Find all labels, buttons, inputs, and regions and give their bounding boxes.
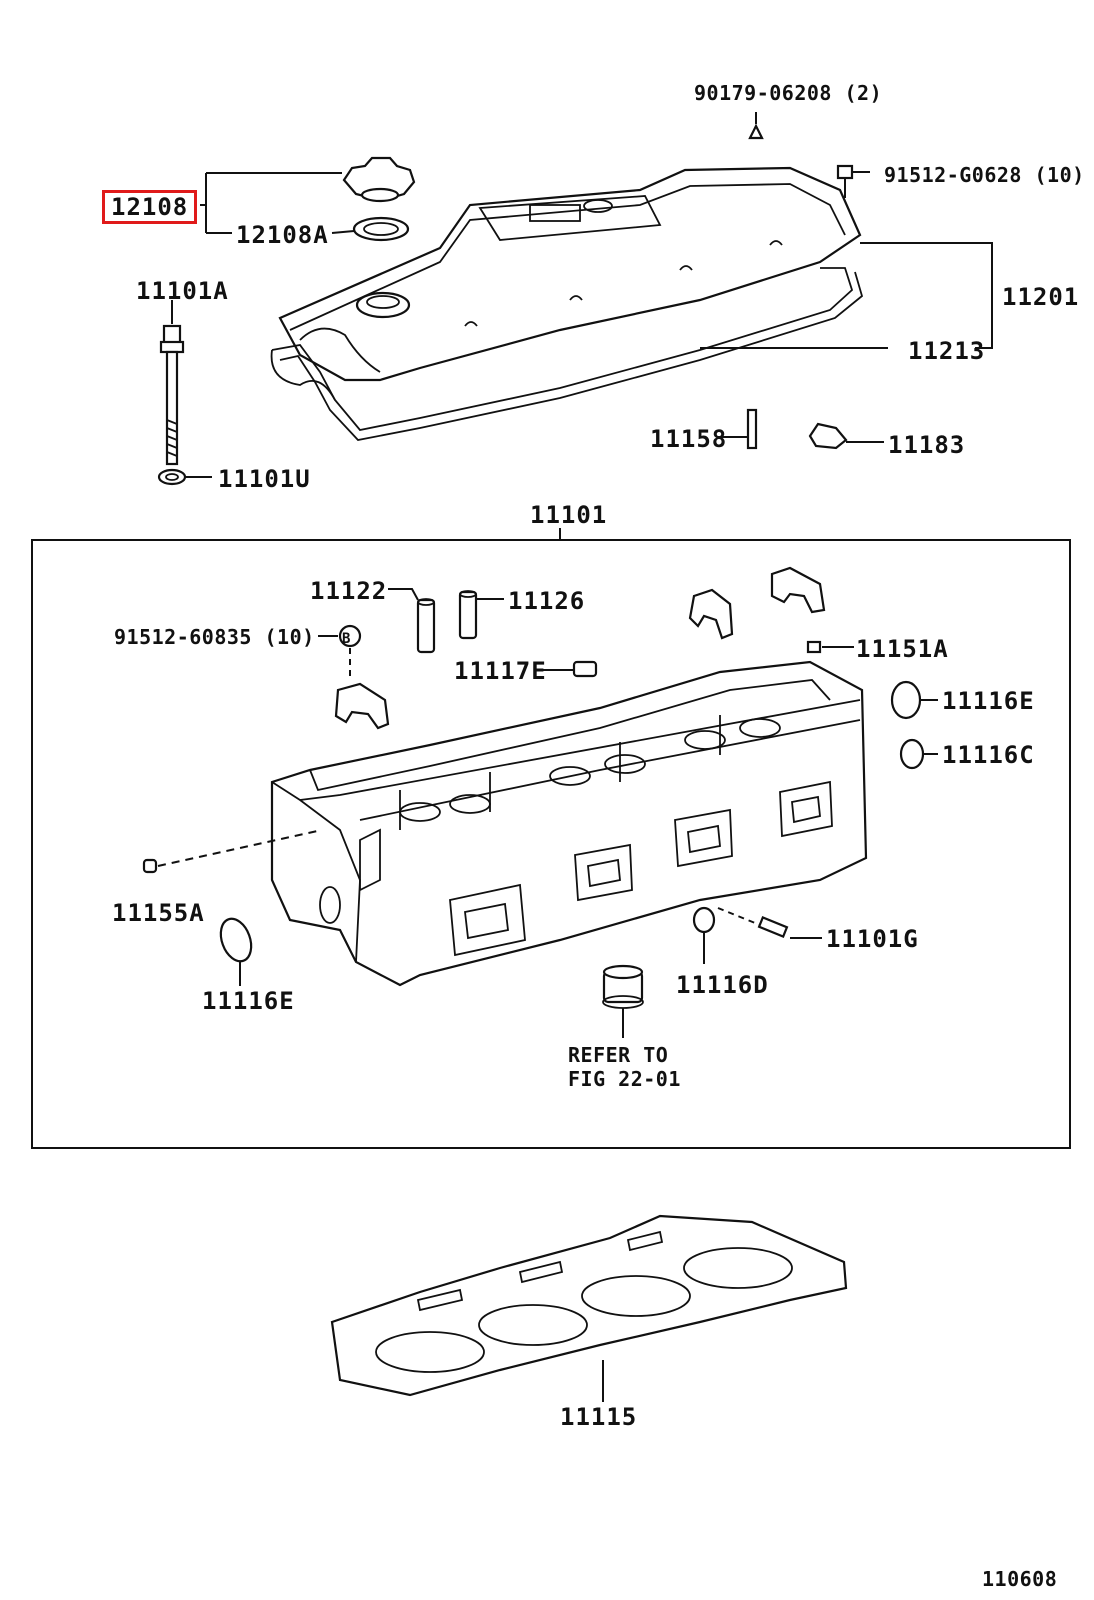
plug-11116e-right (890, 680, 938, 720)
figure-number: 110608 (982, 1567, 1058, 1591)
label-91512-g0628[interactable]: 91512-G0628 (10) (884, 163, 1085, 187)
camshaft-cap-right (770, 566, 826, 614)
label-90179-06208[interactable]: 90179-06208 (2) (694, 81, 883, 105)
bolt-90179 (748, 112, 764, 140)
label-11101a[interactable]: 11101A (136, 277, 229, 305)
camshaft-cap-mid (688, 588, 734, 640)
label-11101g[interactable]: 11101G (826, 925, 919, 953)
stud-11158 (718, 408, 758, 450)
label-11116d[interactable]: 11116D (676, 971, 769, 999)
plug-11117e (540, 660, 598, 678)
cover-gasket (270, 267, 864, 441)
label-11151a[interactable]: 11151A (856, 635, 949, 663)
part-11183 (808, 422, 884, 450)
label-12108-highlighted[interactable]: 12108 (102, 190, 198, 224)
cylinder-head (270, 660, 868, 987)
label-11158[interactable]: 11158 (650, 425, 728, 453)
label-11116e-left[interactable]: 11116E (202, 987, 295, 1015)
plug-11116d (692, 906, 716, 964)
valve-guide-11122 (388, 588, 436, 654)
label-11116c[interactable]: 11116C (942, 741, 1035, 769)
label-11101-box[interactable]: 11101 (530, 501, 608, 529)
plug-11116c (899, 738, 938, 770)
refer-part (602, 964, 644, 1038)
label-refer-to: REFER TO (568, 1043, 669, 1067)
cylinder-head-cover (278, 166, 862, 382)
bolt-91512-60835 (318, 624, 362, 680)
cylinder-head-gasket (330, 1214, 848, 1402)
label-b-mark: B (342, 631, 351, 647)
label-11116e-right[interactable]: 11116E (942, 687, 1035, 715)
label-11126[interactable]: 11126 (508, 587, 586, 615)
camshaft-cap-left (334, 682, 390, 730)
label-11183[interactable]: 11183 (888, 431, 966, 459)
label-11213[interactable]: 11213 (908, 337, 986, 365)
label-11117e[interactable]: 11117E (454, 657, 547, 685)
stud-91512-g0628 (836, 164, 870, 198)
cylinder-head-box (31, 539, 1071, 1149)
label-fig-22-01[interactable]: FIG 22-01 (568, 1067, 681, 1091)
plug-11116e-left (219, 917, 253, 986)
plug-11155a (142, 858, 158, 874)
plug-11151a (806, 640, 854, 654)
label-11101u[interactable]: 11101U (218, 465, 311, 493)
washer-11101u (157, 468, 212, 486)
label-11155a[interactable]: 11155A (112, 899, 205, 927)
oil-filler-cap (342, 156, 416, 242)
stud-11101g (717, 907, 822, 939)
label-11201[interactable]: 11201 (1002, 283, 1080, 311)
label-11122[interactable]: 11122 (310, 577, 388, 605)
label-12108a[interactable]: 12108A (236, 221, 329, 249)
valve-guide-11126 (458, 590, 504, 640)
head-bolt-11101a (159, 300, 185, 466)
label-91512-60835[interactable]: 91512-60835 (10) (114, 625, 315, 649)
label-11115[interactable]: 11115 (560, 1403, 638, 1431)
